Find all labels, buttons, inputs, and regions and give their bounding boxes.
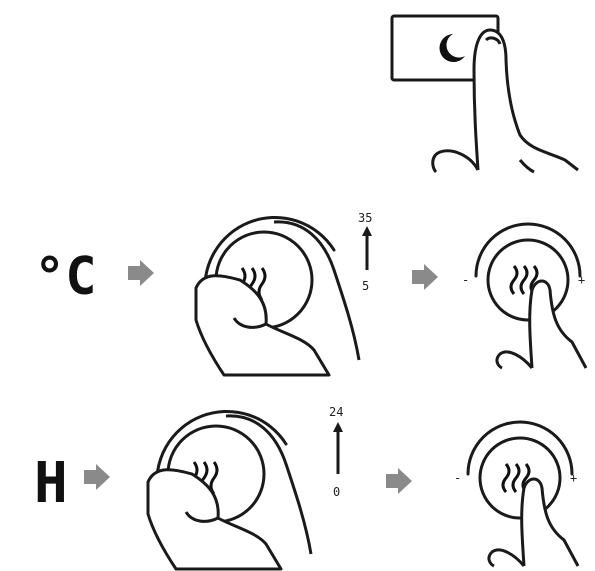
arrow-right-icon: [84, 464, 110, 490]
rotation-arc: [155, 409, 288, 496]
svg-text:-: -: [454, 471, 461, 485]
hours-scale: 24 0: [329, 405, 343, 499]
lcd-hours-display: H: [34, 451, 84, 516]
scale-min-label: 0: [333, 485, 340, 499]
arrow-right-icon: [128, 260, 154, 286]
finger-on-knob: - +: [454, 420, 580, 568]
lcd-text: H: [34, 451, 68, 516]
lcd-text: °C: [34, 247, 97, 307]
rotation-arc: [203, 215, 336, 302]
temperature-scale: 35 5: [358, 211, 372, 293]
pressing-hand: [431, 28, 579, 174]
arrow-right-icon: [386, 468, 412, 494]
scale-max-label: 35: [358, 211, 372, 225]
finger-on-knob: - +: [462, 222, 588, 370]
svg-text:+: +: [578, 273, 585, 287]
scale-min-label: 5: [362, 279, 369, 293]
temperature-knob: [486, 238, 570, 322]
moon-star-icon: [439, 34, 465, 62]
hand-turning-knob: [146, 409, 313, 571]
lcd-temperature-display: °C: [34, 247, 126, 307]
dial-ring: [474, 222, 582, 278]
hand-turning-knob: [194, 215, 361, 377]
time-knob: [478, 436, 562, 520]
dial-ring: [466, 420, 574, 476]
scale-max-label: 24: [329, 405, 343, 419]
svg-text:+: +: [570, 471, 577, 485]
arrow-right-icon: [412, 264, 438, 290]
svg-text:-: -: [462, 273, 469, 287]
